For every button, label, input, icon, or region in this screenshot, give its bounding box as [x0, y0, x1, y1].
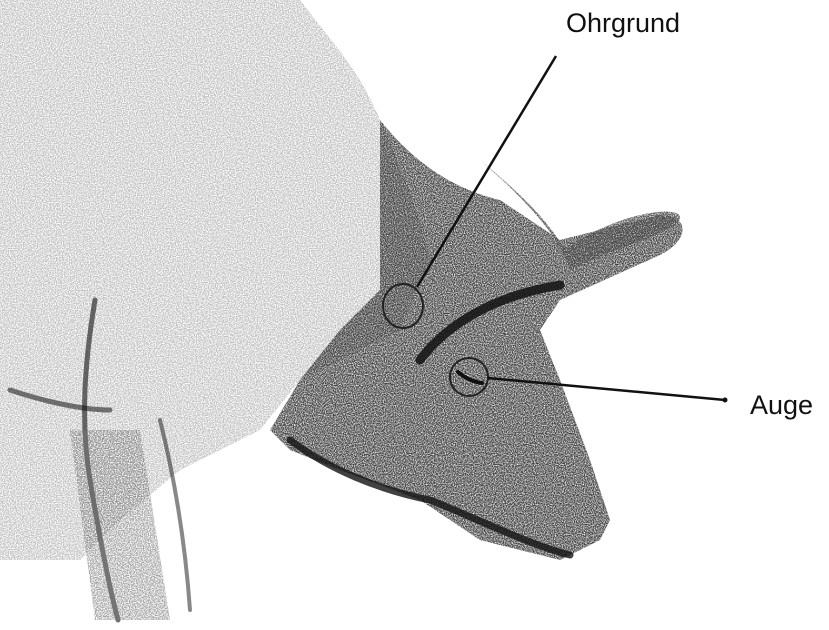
label-auge: Auge [750, 392, 813, 419]
leader-end-dot [723, 398, 728, 403]
label-ohrgrund: Ohrgrund [566, 10, 680, 37]
